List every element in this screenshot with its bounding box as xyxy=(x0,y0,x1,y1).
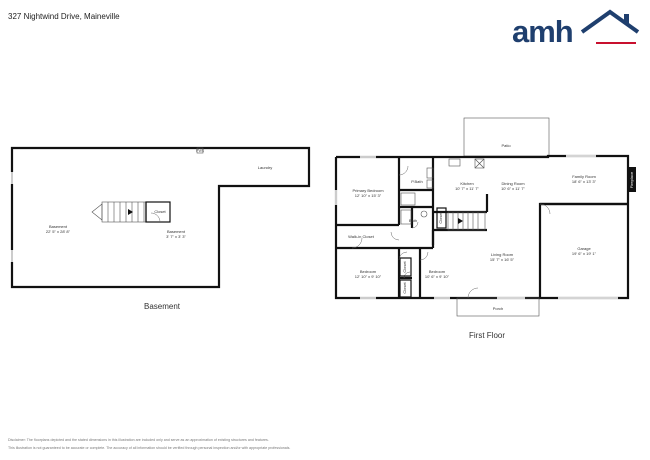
room-dims-primary-bedroom: 12' 10" x 15' 3" xyxy=(355,193,382,198)
basement-plan: Laundry Closet Basement 22' 5" x 28' 8" … xyxy=(10,146,311,311)
room-label-garage: Garage xyxy=(577,246,591,251)
basement-title: Basement xyxy=(144,302,181,311)
room-label-basement-main: Basement xyxy=(49,224,68,229)
room-label-walk-in-closet: Walk-in Closet xyxy=(348,234,375,239)
room-label-closet-hall: Closet xyxy=(438,211,443,223)
room-dims-dining-room: 10' 6" x 11' 7" xyxy=(501,186,525,191)
fireplace xyxy=(628,167,636,192)
room-label-family-room: Family Room xyxy=(572,174,596,179)
house-roof-icon xyxy=(580,9,640,44)
room-dims-bedroom-2: 10' 6" x 9' 10" xyxy=(425,274,450,279)
room-label-fireplace: Fireplace xyxy=(629,171,634,188)
room-label-primary-bedroom: Primary Bedroom xyxy=(352,188,384,193)
stair-arrow-icon xyxy=(128,209,133,215)
room-label-living-room: Living Room xyxy=(491,252,514,257)
room-dims-family-room: 18' 6" x 13' 3" xyxy=(572,179,597,184)
room-label-p-bath: P.Bath xyxy=(411,179,423,184)
first-floor-title: First Floor xyxy=(469,331,505,340)
first-floor-stairs xyxy=(447,211,486,231)
patio xyxy=(463,117,550,157)
property-address: 327 Nightwind Drive, Maineville xyxy=(8,12,120,21)
amh-logo: amh xyxy=(512,8,640,50)
room-label-kitchen: Kitchen xyxy=(460,181,473,186)
room-label-closet: Closet xyxy=(154,209,166,214)
room-label-patio: Patio xyxy=(501,143,511,148)
room-dims-living-room: 15' 7" x 16' 5" xyxy=(490,257,515,262)
room-dims-basement-small: 3' 7" x 3' 3" xyxy=(166,234,186,239)
logo-wordmark: amh xyxy=(512,14,574,49)
room-label-bedroom-1: Bedroom xyxy=(360,269,377,274)
fvs-label: FVS xyxy=(196,148,204,153)
stair-arrow-icon xyxy=(458,218,463,224)
room-label-closet-bed-a: Closet xyxy=(402,260,407,272)
kitchen-sink xyxy=(448,158,461,167)
room-dims-bedroom-1: 12' 10" x 9' 10" xyxy=(355,274,382,279)
room-label-bath: Bath xyxy=(409,218,417,223)
room-label-basement-small: Basement xyxy=(167,229,186,234)
room-label-dining-room: Dining Room xyxy=(501,181,525,186)
room-label-bedroom-2: Bedroom xyxy=(429,269,446,274)
room-label-porch: Porch xyxy=(493,306,503,311)
disclaimer-line-2: This illustration is not guaranteed to b… xyxy=(8,446,291,450)
room-label-laundry: Laundry xyxy=(258,165,272,170)
room-dims-garage: 19' 6" x 19' 1" xyxy=(572,251,597,256)
room-dims-basement-main: 22' 5" x 28' 8" xyxy=(46,229,71,234)
room-dims-kitchen: 10' 7" x 11' 7" xyxy=(455,186,479,191)
disclaimer-line-1: Disclaimer: The floorplans depicted and … xyxy=(8,438,269,442)
first-floor-plan: Patio Primary Bedroom 12' 10" x 15' 3" P… xyxy=(334,117,636,340)
room-label-closet-bed-b: Closet xyxy=(402,281,407,293)
